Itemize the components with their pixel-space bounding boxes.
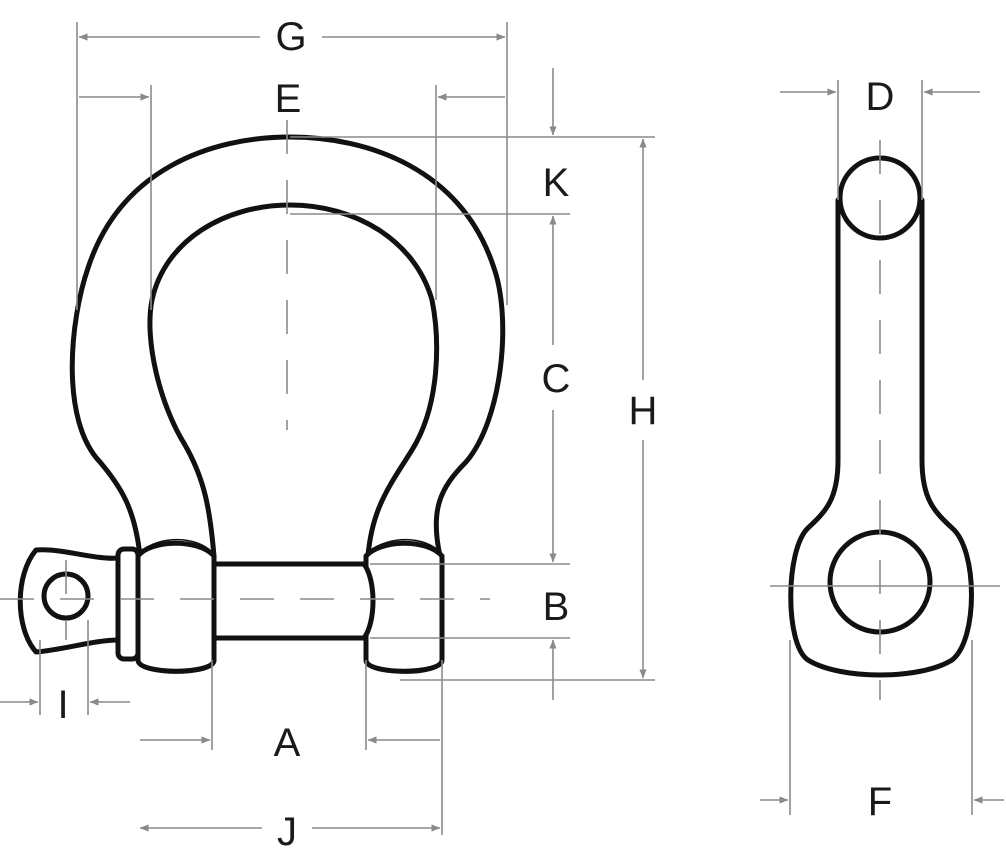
shackle-side-view [788, 155, 974, 678]
label-a: A [274, 721, 301, 765]
dimension-labels: G E K C H B I A J D F [57, 15, 894, 854]
dimension-arrows [0, 33, 1004, 832]
label-e: E [275, 77, 302, 121]
shackle-front-view [17, 134, 506, 674]
extension-lines [39, 22, 973, 835]
label-b: B [543, 585, 570, 629]
shackle-pin-collar [115, 546, 141, 662]
label-h: H [629, 389, 658, 433]
label-c: C [542, 357, 571, 401]
right-ear-curve [367, 538, 441, 553]
label-f: F [868, 780, 892, 824]
left-ear-curve [139, 538, 213, 553]
label-d: D [866, 75, 895, 119]
label-j: J [277, 810, 297, 854]
shackle-left-ear [135, 540, 217, 674]
shackle-pin-shaft [211, 561, 376, 641]
label-i: I [57, 683, 68, 727]
center-lines [0, 120, 1000, 700]
shackle-right-ear [363, 540, 445, 674]
label-g: G [275, 15, 306, 59]
label-k: K [543, 161, 570, 205]
